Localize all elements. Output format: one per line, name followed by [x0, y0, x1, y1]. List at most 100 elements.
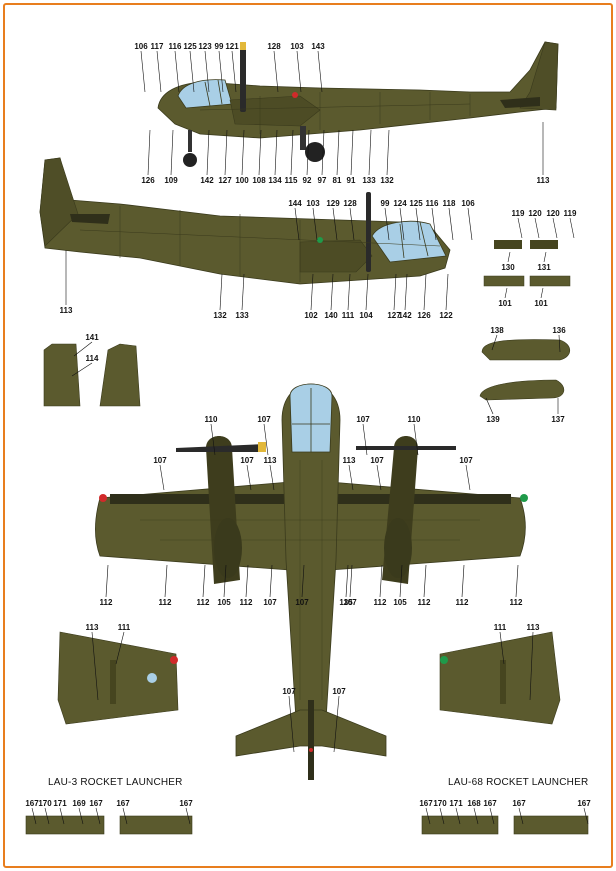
callout-leader [529, 631, 534, 701]
callout-leader [189, 50, 195, 93]
callout-number: 114 [86, 354, 99, 363]
callout-number: 126 [417, 311, 431, 320]
propeller-top-left [176, 444, 266, 452]
callout-number: 112 [456, 598, 469, 607]
callout-leader [349, 207, 355, 241]
callout-leader [423, 273, 427, 311]
callout-leader [95, 807, 101, 825]
callout-leader [473, 807, 479, 825]
callout-number: 131 [537, 263, 551, 272]
callout-number: 102 [304, 311, 318, 320]
callout-leader [44, 807, 50, 825]
callout-number: 101 [534, 299, 548, 308]
callout-leader [399, 207, 405, 241]
lau68-caption: LAU-68 ROCKET LAUNCHER [448, 777, 588, 788]
lau68-side-b [513, 815, 589, 835]
callout-number: 111 [494, 623, 507, 632]
propeller-top-right [356, 446, 456, 450]
canopy-part-4 [529, 275, 571, 287]
callout-number: 107 [240, 456, 254, 465]
callout-leader [294, 207, 300, 241]
lau3-side-a [25, 815, 105, 835]
callout-number: 141 [85, 333, 99, 342]
callout-leader [115, 631, 125, 665]
sponson-views [479, 339, 571, 401]
callout-leader [362, 423, 368, 456]
canopy-part-3 [483, 275, 525, 287]
callout-leader [349, 564, 353, 598]
callout-leader [31, 807, 37, 825]
callout-number: 113 [86, 623, 99, 632]
callout-leader [345, 564, 349, 598]
side-view-left [157, 41, 559, 167]
callout-number: 112 [418, 598, 431, 607]
callout-leader [461, 564, 465, 598]
walkway-left [110, 494, 285, 504]
callout-leader [105, 564, 109, 598]
callout-number: 107 [263, 598, 277, 607]
callout-number: 92 [303, 176, 312, 185]
callout-number: 167 [419, 799, 433, 808]
callout-leader [288, 695, 295, 753]
callout-leader [59, 807, 65, 825]
callout-number: 112 [374, 598, 387, 607]
callout-leader [78, 807, 84, 825]
callout-leader [301, 564, 305, 598]
walkway-right [336, 494, 511, 504]
main-gear-1 [300, 126, 306, 150]
tailplane-2 [70, 214, 110, 224]
callout-leader [258, 129, 262, 176]
callout-leader [489, 807, 495, 825]
callout-leader [540, 287, 544, 299]
rocket-launchers: LAU-3 ROCKET LAUNCHER LAU-68 ROCKET LAUN… [25, 777, 589, 835]
callout-number: 107 [332, 687, 346, 696]
wing-detail-left-light [170, 656, 178, 664]
callout-number: 113 [264, 456, 277, 465]
callout-number: 112 [510, 598, 523, 607]
callout-number: 170 [433, 799, 447, 808]
nose-wheel-1 [183, 153, 197, 167]
callout-number: 140 [324, 311, 338, 320]
callout-leader [273, 50, 279, 93]
lau68-side-a [421, 815, 499, 835]
callout-number: 128 [343, 199, 357, 208]
callout-number: 139 [486, 415, 500, 424]
callout-leader [185, 807, 191, 825]
callout-number: 167 [89, 799, 103, 808]
callout-number: 125 [183, 42, 197, 51]
sponson-upper [481, 339, 571, 361]
wing-detail-left-marker [147, 673, 157, 683]
callout-number: 112 [197, 598, 210, 607]
callout-number: 91 [347, 176, 356, 185]
callout-leader [386, 129, 390, 176]
callout-number: 107 [282, 687, 296, 696]
callout-number: 113 [60, 306, 73, 315]
callout-leader [485, 397, 494, 415]
callout-leader [348, 464, 354, 491]
wing-detail-right-light [440, 656, 448, 664]
callout-number: 100 [235, 176, 249, 185]
wingtip-light-green [520, 494, 528, 502]
callout-number: 105 [393, 598, 407, 607]
callout-number: 167 [577, 799, 591, 808]
callout-leader [384, 207, 390, 241]
callout-leader [122, 807, 128, 825]
callout-number: 123 [198, 42, 212, 51]
callout-number: 81 [333, 176, 342, 185]
callout-number: 121 [225, 42, 239, 51]
callout-number: 133 [235, 311, 249, 320]
side-view-right [39, 157, 451, 285]
callout-leader [91, 631, 99, 701]
callout-leader [241, 273, 245, 311]
callout-number: 101 [498, 299, 512, 308]
callout-leader [269, 464, 275, 491]
callout-leader [507, 251, 511, 263]
callout-leader [174, 50, 180, 93]
callout-leader [330, 273, 334, 311]
callout-number: 111 [118, 623, 131, 632]
callout-leader [399, 564, 403, 598]
callout-number: 105 [217, 598, 231, 607]
callout-leader [321, 129, 325, 176]
sponson-lower [479, 379, 565, 401]
callout-number: 108 [252, 176, 266, 185]
